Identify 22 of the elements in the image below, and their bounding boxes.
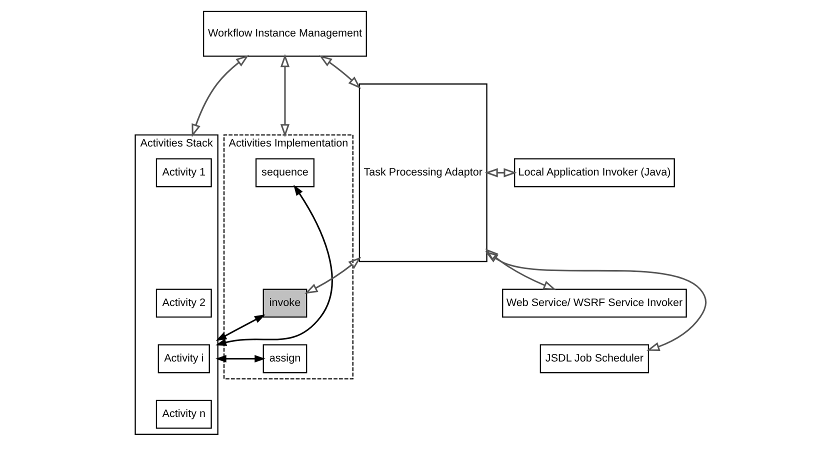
arrow [319,55,362,89]
node-box: Activity 2 [156,288,212,318]
arrow [216,314,266,341]
node-box: Activity i [158,344,210,374]
node-box: Workflow Instance Management [202,10,367,57]
arrow [216,184,333,346]
arrow [280,54,290,138]
node-box: Task Processing Adaptor [358,83,488,262]
arrow [304,256,362,294]
arrow [216,354,266,363]
node-box: JSDL Job Scheduler [540,344,650,374]
arrow [485,251,707,351]
arrow [485,248,556,290]
arrow [192,54,249,138]
node-box: sequence [255,158,314,188]
node-box: Web Service/ WSRF Service Invoker [502,288,687,318]
node-box: invoke [262,288,308,318]
node-box: Local Application Invoker (Java) [514,158,675,188]
arrow [484,168,517,178]
node-box: Activity 1 [156,158,212,188]
node-box: assign [262,344,308,374]
node-box: Activity n [156,400,212,429]
